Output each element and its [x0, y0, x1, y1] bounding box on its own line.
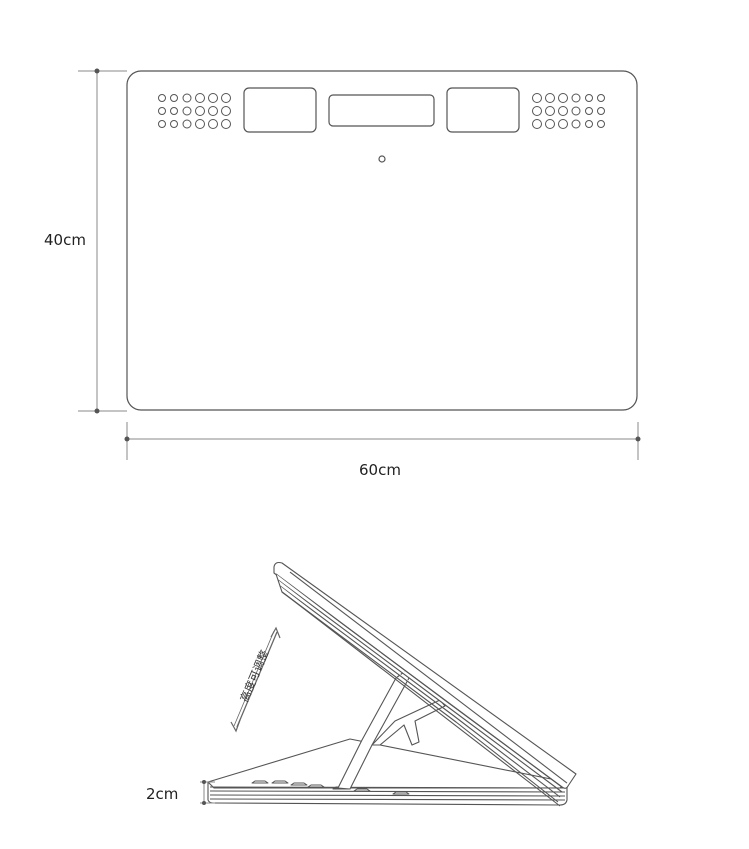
thickness-label: 2cm [146, 785, 179, 803]
center-slot [328, 94, 435, 127]
top-view [126, 70, 638, 411]
center-hole [378, 155, 386, 163]
base-edge [207, 782, 568, 806]
height-dimension [78, 68, 127, 414]
side-view [207, 561, 577, 807]
base-notches [251, 780, 410, 795]
height-label: 40cm [44, 231, 86, 249]
board-outline [126, 70, 638, 411]
thickness-dimension [200, 780, 215, 805]
left-dot-grid [158, 93, 231, 129]
width-label: 60cm [359, 461, 401, 479]
left-slot [243, 87, 317, 133]
tilted-board [273, 561, 577, 807]
width-dimension [124, 422, 641, 460]
right-dot-grid [532, 93, 605, 129]
adjust-arrow [230, 626, 281, 733]
right-slot [446, 87, 520, 133]
